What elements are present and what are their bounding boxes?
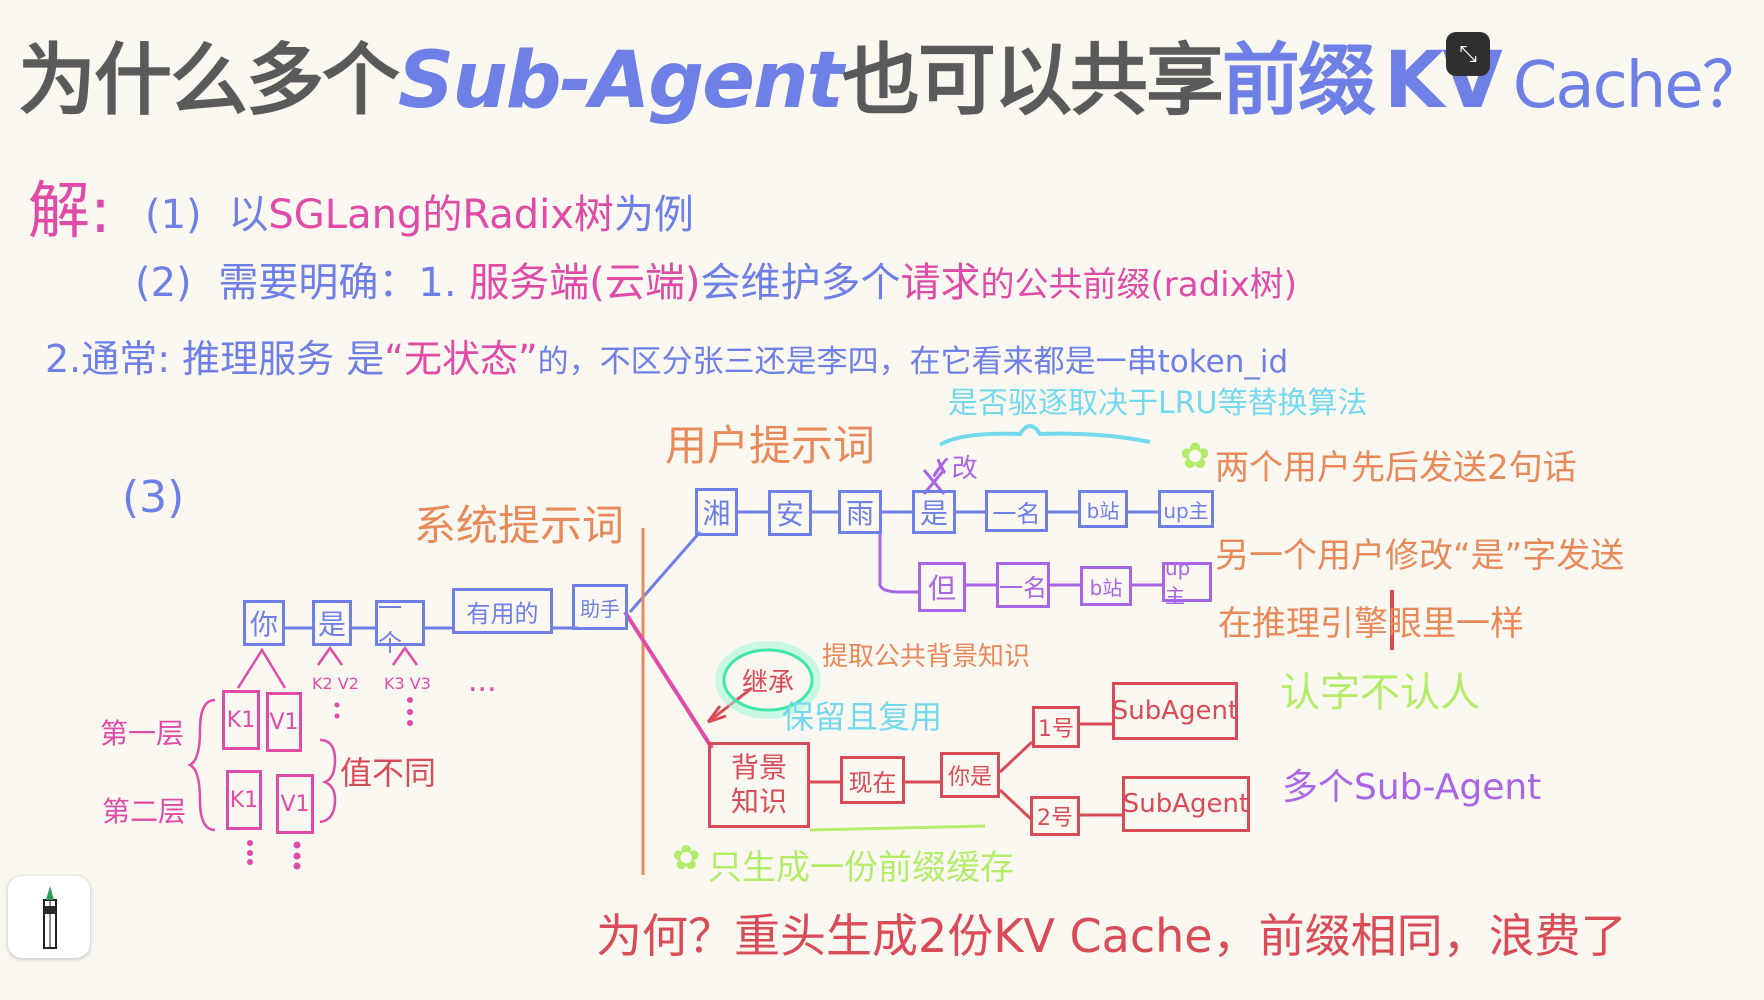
another-user-note: 另一个用户修改“是”字发送 — [1215, 536, 1625, 576]
common-bg-note: 提取公共背景知识 — [822, 642, 1031, 672]
u1-node-1: 湘 — [695, 488, 738, 536]
kv-caret-2 — [316, 645, 344, 666]
change-mark: ✗改 — [930, 454, 978, 484]
agent-2-number: 2号 — [1030, 796, 1080, 836]
star-icon-2: ✿ — [672, 838, 701, 878]
lru-note: 是否驱逐取决于LRU等替换算法 — [948, 386, 1368, 421]
u1-node-6: b站 — [1078, 490, 1128, 528]
value-diff-label: 值不同 — [340, 754, 437, 792]
pencil-tool-icon — [43, 886, 57, 949]
inherit-glow — [722, 648, 814, 712]
line2-request: 请求 — [900, 260, 981, 306]
now-node: 现在 — [840, 756, 905, 804]
kv1-k: K1 — [222, 690, 260, 750]
title-part3: 也可以共享 — [841, 36, 1224, 126]
kv-k2v2: K2 V2 — [312, 674, 359, 693]
why-note: 为何？重头生成2份KV Cache，前缀相同，浪费了 — [596, 909, 1627, 963]
sys-node-4: 有用的 — [452, 588, 553, 634]
title-sub-agent: Sub-Agent — [398, 36, 844, 126]
inherit-label: 继承 — [742, 668, 795, 698]
u1-node-4: 是 — [912, 490, 956, 534]
line2-c: 会维护多个 — [700, 260, 901, 306]
youare-node: 你是 — [940, 752, 1000, 798]
line1-d: 为例 — [613, 192, 694, 238]
line1-sglang: SGLang的 — [268, 192, 463, 238]
edge-branch-bg — [623, 610, 714, 750]
brace-value — [319, 738, 337, 824]
diagram-connectors — [187, 424, 1394, 875]
title-prefix: 前缀 — [1221, 36, 1376, 126]
u1-node-3: 雨 — [838, 490, 882, 534]
two-users-note: 两个用户先后发送2句话 — [1215, 448, 1577, 488]
u2-node-1: 但 — [918, 562, 966, 612]
title-cache: Cache？ — [1512, 49, 1764, 123]
title-part1: 为什么多个 — [18, 36, 400, 126]
line3-num: 2.通常: — [45, 337, 171, 381]
dot — [334, 702, 340, 708]
line3-b: 是 — [346, 337, 385, 381]
keep-reuse-note: 保留且复用 — [782, 698, 943, 736]
layer-1-label: 第一层 — [100, 717, 185, 750]
line1-radix: Radix树 — [462, 192, 614, 238]
subagent-2-node: SubAgent — [1122, 776, 1250, 832]
edge-branch-up — [628, 531, 702, 613]
kv-caret-3 — [391, 645, 419, 666]
u1-node-2: 安 — [768, 490, 812, 536]
u1-node-7: up主 — [1158, 490, 1214, 528]
answer-line-3: 2.通常: 推理服务 是“无状态”的，不区分张三还是李四，在它看来都是一串tok… — [45, 328, 1288, 383]
multi-subagent-note: 多个Sub-Agent — [1282, 767, 1542, 808]
section-3-num: (3) — [122, 472, 185, 523]
edge-you-2 — [998, 788, 1034, 822]
sys-node-3: 一个 — [375, 594, 425, 657]
app-thumbnail[interactable] — [8, 876, 90, 958]
same-in-engine-note: 在推理引擎眼里一样 — [1218, 604, 1524, 644]
sys-node-1: 你 — [243, 600, 285, 646]
u2-node-2: 一名 — [996, 562, 1050, 608]
line2-num: (2) — [135, 260, 192, 306]
inherit-glow-outer — [715, 641, 821, 719]
line3-a: 推理服务 — [182, 337, 335, 381]
recognize-note: 认字不认人 — [1280, 670, 1480, 716]
kv-caret-1 — [236, 647, 287, 689]
agent-1-number: 1号 — [1032, 706, 1080, 748]
edge-you-1 — [998, 740, 1034, 774]
line1-a: 以 — [228, 192, 269, 238]
lru-brace — [938, 424, 1151, 447]
line3-d: 的，不区分张三还是李四，在它看来都是一串token_id — [537, 344, 1289, 380]
u1-node-5: 一名 — [985, 490, 1048, 532]
kv1-v: V1 — [266, 692, 302, 752]
sys-node-2: 是 — [312, 600, 352, 646]
bg-knowledge-node: 背景知识 — [708, 742, 810, 828]
kv2-k: K1 — [226, 770, 262, 830]
underline-green — [809, 824, 986, 832]
line2-e: 的公共前缀(radix树) — [980, 265, 1298, 305]
user-prompt-label: 用户提示词 — [665, 421, 876, 470]
answer-line-1: (1) 以SGLang的Radix树为例 — [145, 182, 694, 240]
only-one-cache-note: 只生成一份前缀缓存 — [708, 848, 1014, 888]
kv-k3v3: K3 V3 — [384, 674, 431, 693]
u2-node-3: b站 — [1080, 566, 1132, 606]
line2-server: 服务端(云端) — [469, 260, 701, 306]
system-prompt-label: 系统提示词 — [414, 501, 625, 550]
line1-num: (1) — [145, 192, 202, 238]
edge-branch-purple — [878, 532, 920, 594]
line3-stateless: “无状态” — [384, 337, 538, 381]
answer-line-2: (2) 需要明确：1. 服务端(云端)会维护多个请求的公共前缀(radix树) — [135, 250, 1297, 308]
star-icon-1: ✿ — [1180, 436, 1211, 477]
kv-ellipsis: ... — [468, 664, 497, 699]
kv2-v: V1 — [276, 774, 314, 834]
answer-label: 解: — [28, 174, 111, 247]
layer-2-label: 第二层 — [102, 795, 187, 828]
line2-a: 需要明确：1. — [218, 260, 457, 306]
sys-node-5: 助手 — [572, 584, 628, 630]
brace-layers — [187, 698, 216, 832]
subagent-1-node: SubAgent — [1112, 682, 1238, 740]
collapse-icon[interactable]: ⤡ — [1446, 32, 1490, 76]
u2-node-4: up主 — [1162, 556, 1212, 608]
